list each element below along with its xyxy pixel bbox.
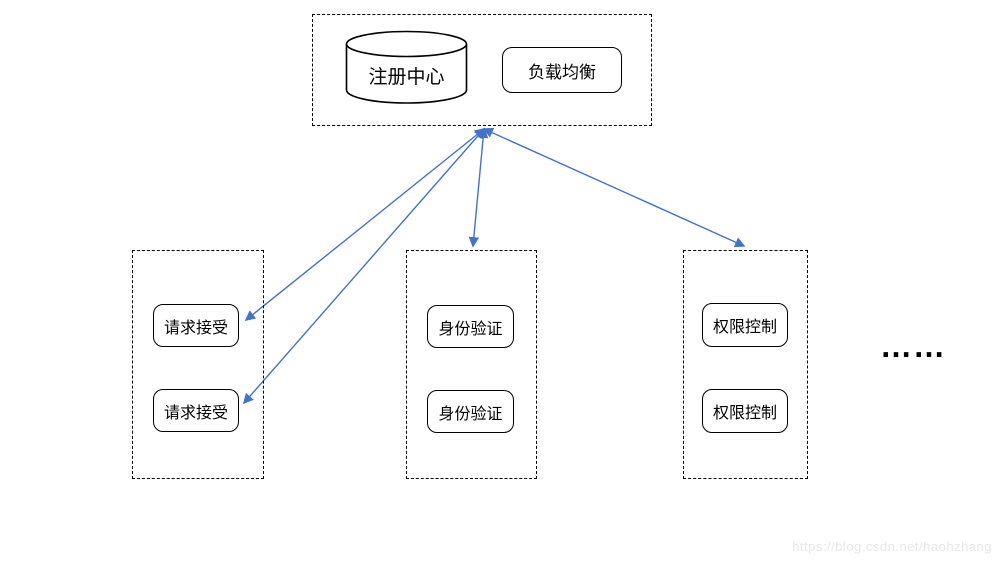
access-control-label-1: 权限控制 xyxy=(712,319,777,336)
request-accept-node-1: 请求接受 xyxy=(153,304,239,347)
identity-verify-label-1: 身份验证 xyxy=(438,320,503,338)
access-control-label-2: 权限控制 xyxy=(712,405,777,422)
arrow-registry-to-identity-group xyxy=(468,127,489,248)
identity-verify-node-1: 身份验证 xyxy=(427,305,514,348)
access-control-group: 权限控制 权限控制 xyxy=(683,250,808,479)
watermark-url: https://blog.csdn.net/haohzhang xyxy=(792,539,992,554)
identity-verify-node-2: 身份验证 xyxy=(427,390,514,433)
cylinder-top xyxy=(345,30,468,58)
cylinder-body xyxy=(345,44,468,104)
access-control-node-2: 权限控制 xyxy=(702,389,788,433)
registry-container xyxy=(312,14,652,126)
database-cylinder-icon xyxy=(345,30,468,104)
identity-verify-group: 身份验证 身份验证 xyxy=(406,250,537,479)
request-accept-label-2: 请求接受 xyxy=(163,404,228,422)
load-balancer-label: 负载均衡 xyxy=(528,62,596,82)
registry-label: 注册中心 xyxy=(368,67,445,88)
more-groups-ellipsis: …… xyxy=(880,328,946,364)
arrow-registry-to-access-group xyxy=(482,127,746,248)
identity-verify-label-2: 身份验证 xyxy=(438,405,503,423)
load-balancer-node: 负载均衡 xyxy=(502,47,622,93)
request-accept-node-2: 请求接受 xyxy=(153,389,239,432)
access-control-node-1: 权限控制 xyxy=(702,303,788,347)
request-accept-label-1: 请求接受 xyxy=(163,319,228,337)
request-accept-group: 请求接受 请求接受 xyxy=(132,250,264,479)
